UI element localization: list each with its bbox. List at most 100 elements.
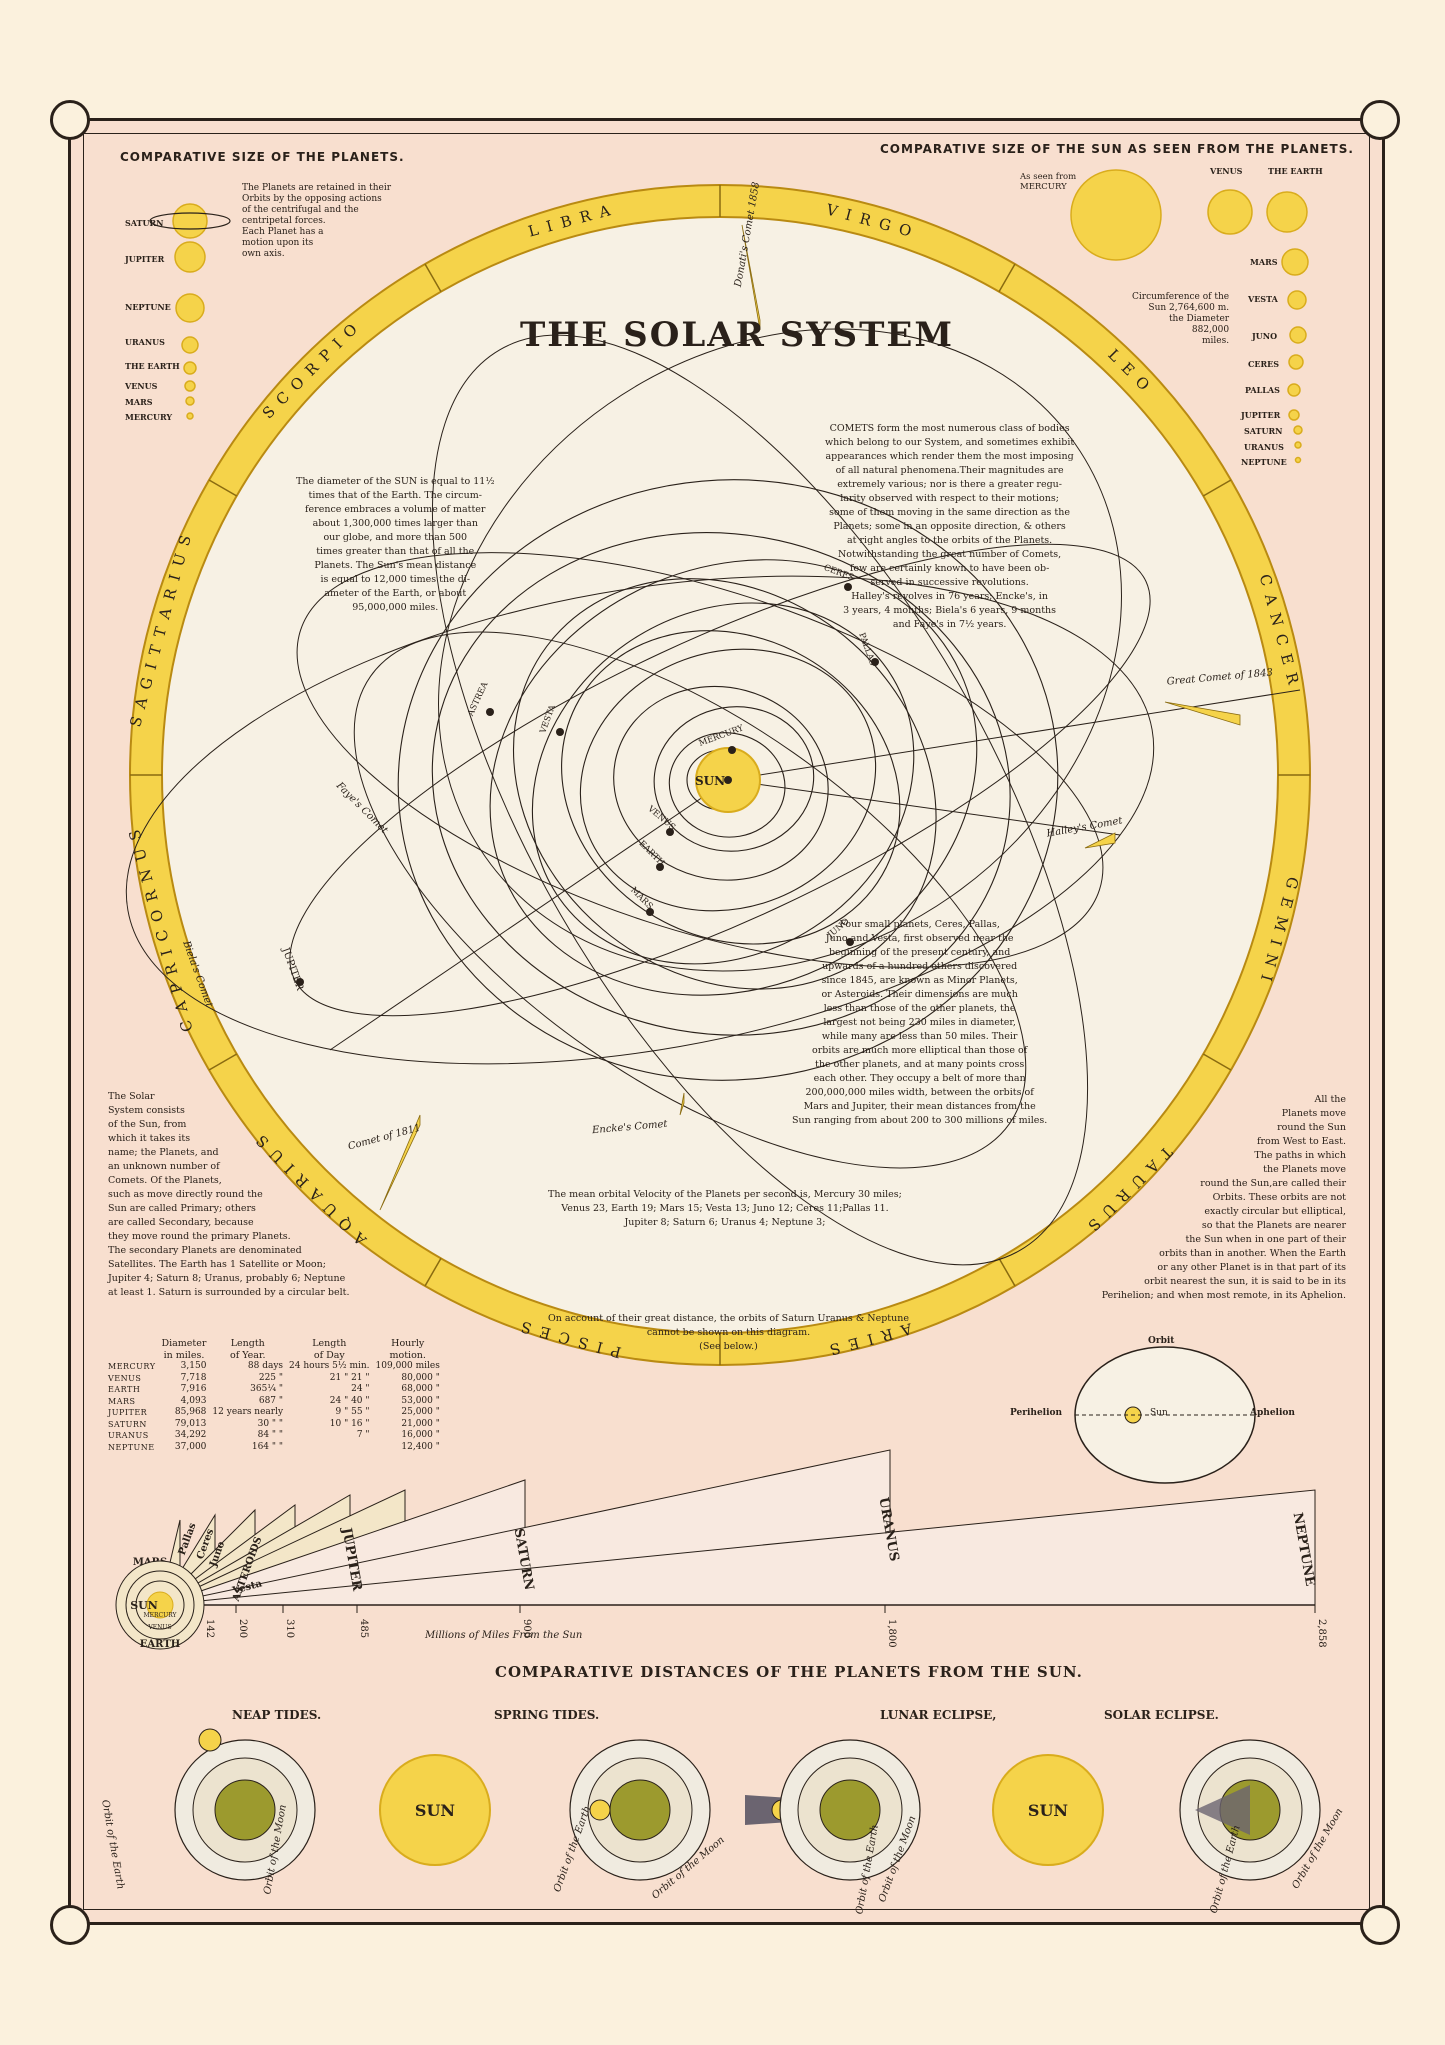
planet-label-saturn: SATURN [125, 218, 164, 228]
planet-dot [646, 908, 654, 916]
table-cell: 85,968 [174, 1407, 207, 1417]
table-cell: 7 " [356, 1430, 370, 1440]
planet-dot [846, 938, 854, 946]
distance-note-text: On account of their great distance, the … [548, 1313, 909, 1352]
sun-orbit-label: Sun [1150, 1408, 1168, 1418]
distance-tick-label: 200 [237, 1619, 248, 1638]
sun-label-ceres: CERES [1248, 359, 1279, 369]
planet-size-circle [185, 396, 195, 406]
table-cell: MERCURY [108, 1362, 156, 1371]
zodiac-divider [208, 1053, 238, 1071]
sun-diameter-text: The diameter of the SUN is equal to 11½ … [296, 476, 495, 613]
distances-header: COMPARATIVE DISTANCES OF THE PLANETS FRO… [495, 1663, 1083, 1681]
table-cell: 30 " " [257, 1418, 284, 1429]
planet-label-mercury: MERCURY [125, 412, 173, 422]
planet-size-circle [175, 293, 205, 323]
planet-label-uranus: URANUS [125, 337, 165, 347]
sun-label-mercury: As seen from MERCURY [1020, 172, 1077, 192]
table-cell: 68,000 " [401, 1384, 440, 1394]
solar-eclipse-sun-label: SUN [1028, 1801, 1068, 1820]
inner-sun [146, 1591, 174, 1619]
table-header: Diameter in miles. [161, 1338, 207, 1361]
circumference-text: Circumference of the Sun 2,764,600 m. th… [1132, 292, 1230, 346]
planet-size-circle [183, 361, 197, 375]
corner-ornament [50, 1905, 90, 1945]
planet-orbit [668, 732, 786, 838]
comet-path [727, 689, 1301, 781]
encke-comet [679, 1092, 685, 1116]
sun-label-mars: MARS [1250, 257, 1278, 267]
sun-size-circle [1266, 191, 1308, 233]
corner-ornament [1360, 100, 1400, 140]
planet-size-circle [172, 203, 208, 239]
planet-dot [871, 658, 879, 666]
table-cell: 24 hours 5½ min. [289, 1361, 370, 1371]
planet-orbit [579, 648, 877, 912]
sun-label-jupiter: JUPITER [1241, 410, 1281, 420]
sun-label-uranus: URANUS [1244, 442, 1284, 452]
header-size-sun: COMPARATIVE SIZE OF THE SUN AS SEEN FROM… [880, 142, 1354, 156]
planet-orbit [431, 532, 1011, 1036]
table-cell: 24 " 40 " [329, 1395, 370, 1406]
sun-size-circle [1288, 409, 1300, 421]
inner-mercury-label: MERCURY [144, 1612, 178, 1619]
planet-motion-right-text: All the Planets move round the Sun from … [1101, 1094, 1346, 1301]
solar-system-left-text: The Solar System consists of the Sun, fr… [108, 1091, 350, 1298]
planet-label-neptune: NEPTUNE [125, 302, 171, 312]
inner-border [83, 133, 1370, 1910]
planet-size-circle [174, 241, 206, 273]
table-cell: 79,013 [174, 1418, 207, 1429]
inner-venus-label: VENUS [147, 1624, 171, 1631]
table-cell: 24 " [351, 1384, 370, 1394]
planet-label-mars: MARS [125, 397, 153, 407]
table-cell: NEPTUNE [108, 1442, 155, 1452]
table-cell: 12,400 " [401, 1441, 440, 1452]
table-cell: 84 " " [257, 1430, 284, 1440]
planet-dot [296, 978, 304, 986]
zodiac-divider [1202, 1053, 1232, 1071]
corner-ornament [1360, 1905, 1400, 1945]
tide-orbit-label: Orbit of the Earth [99, 1799, 126, 1890]
sun-label-earth: THE EARTH [1268, 166, 1323, 176]
table-cell: 225 " [258, 1372, 284, 1383]
sun-size-circle [1287, 290, 1307, 310]
comet-orbit [125, 575, 1155, 1065]
table-cell: 7,718 [180, 1372, 207, 1383]
planet-dot [556, 728, 564, 736]
zodiac-divider [998, 263, 1016, 293]
sun-label-juno: JUNO [1252, 331, 1278, 341]
distance-tick-label: 485 [358, 1619, 369, 1638]
table-cell: 21,000 " [401, 1418, 440, 1429]
asteroids-text: Four small planets, Ceres, Pallas, Juno … [792, 919, 1048, 1126]
comet-orbit [289, 543, 1151, 1017]
planet-orbit [561, 630, 901, 945]
zodiac-divider [998, 1257, 1016, 1287]
table-cell [289, 1442, 376, 1454]
solar-eclipse-sun [992, 1754, 1104, 1866]
aphelion-label: Aphelion [1250, 1408, 1295, 1418]
distance-tick-label: 1,800 [886, 1619, 897, 1648]
perihelion-label: Perihelion [1010, 1408, 1063, 1418]
spring-tides-label: SPRING TIDES. [494, 1708, 600, 1722]
sun-size-circle [1207, 189, 1253, 235]
solar-shadow-cone [1195, 1785, 1250, 1835]
page-title: THE SOLAR SYSTEM [520, 315, 954, 355]
table-cell: 9 " 55 " [335, 1407, 370, 1417]
planet-orbit [531, 602, 915, 965]
zodiac-divider [424, 263, 442, 293]
planet-dot [666, 828, 674, 836]
inner-earth-label: EARTH [140, 1639, 180, 1650]
comet-1811 [379, 1114, 421, 1211]
sun-size-circle [1289, 326, 1307, 344]
table-cell: SATURN [108, 1419, 147, 1429]
header-size-planets: COMPARATIVE SIZE OF THE PLANETS. [120, 150, 405, 164]
sun-size-circle [1281, 248, 1309, 276]
table-cell: EARTH [108, 1385, 141, 1394]
